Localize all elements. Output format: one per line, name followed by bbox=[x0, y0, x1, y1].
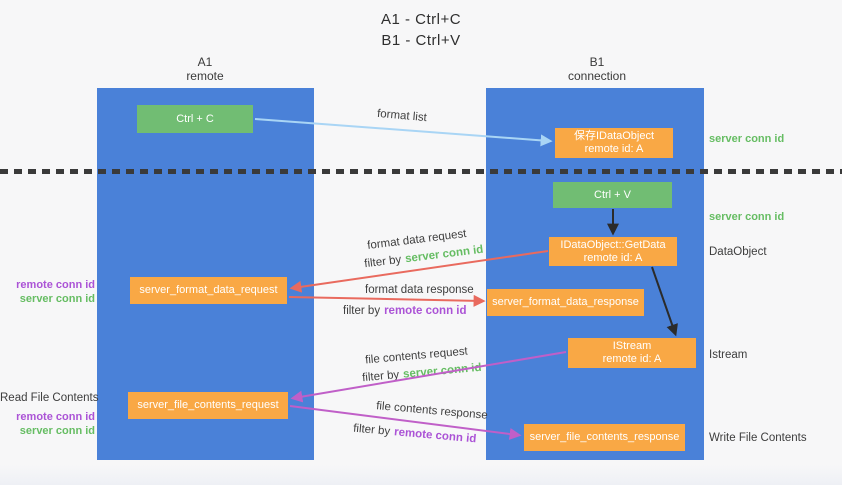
lane-b1-subtitle: connection bbox=[567, 69, 627, 83]
node-save-idataobject-line1: 保存IDataObject bbox=[573, 130, 655, 142]
lane-header-b1: B1 connection bbox=[537, 55, 657, 83]
node-ctrl-v-label: Ctrl + V bbox=[594, 188, 631, 201]
filter-by-text: filter by bbox=[363, 253, 402, 271]
filter-key-remote-conn-id: remote conn id bbox=[384, 305, 467, 317]
node-istream: IStream remote id: A bbox=[568, 338, 696, 368]
label-remote-conn-id-bottom: remote conn id bbox=[16, 411, 95, 423]
flow-label-format-list: format list bbox=[376, 107, 428, 125]
node-istream-line2: remote id: A bbox=[602, 353, 662, 365]
node-file-request-label: server_file_contents_request bbox=[137, 399, 279, 411]
machine-boundary-dashed-line bbox=[0, 169, 842, 174]
node-file-response-label: server_file_contents_response bbox=[529, 431, 680, 443]
node-istream-line1: IStream bbox=[612, 340, 652, 352]
node-save-idataobject-line2: remote id: A bbox=[584, 143, 644, 155]
arrow-format-data-response bbox=[288, 294, 486, 307]
node-format-request-label: server_format_data_request bbox=[139, 284, 278, 296]
filter-key-server-conn-id: server conn id bbox=[404, 243, 484, 266]
label-server-conn-id-left-bottom: server conn id bbox=[19, 425, 95, 437]
flow-label-format-data-response: format data response bbox=[365, 284, 474, 296]
filter-by-text: filter by bbox=[361, 369, 400, 385]
filter-key-remote-conn-id: remote conn id bbox=[393, 426, 477, 446]
label-server-conn-id-left-top: server conn id bbox=[19, 293, 95, 305]
node-save-idataobject: 保存IDataObject remote id: A bbox=[555, 128, 673, 158]
label-istream: Istream bbox=[709, 349, 748, 361]
node-server-format-data-request: server_format_data_request bbox=[130, 277, 287, 304]
lane-header-a1: A1 remote bbox=[145, 55, 265, 83]
filter-by-text: filter by bbox=[352, 422, 391, 438]
filter-key-server-conn-id: server conn id bbox=[402, 361, 482, 381]
title-line-2: B1 - Ctrl+V bbox=[381, 32, 461, 49]
title-line-1: A1 - Ctrl+C bbox=[380, 11, 462, 28]
lane-a1-id: A1 bbox=[197, 55, 213, 69]
node-getdata-line1: IDataObject::GetData bbox=[560, 238, 666, 251]
node-ctrl-c-label: Ctrl + C bbox=[176, 112, 214, 125]
node-server-format-data-response: server_format_data_response bbox=[487, 289, 644, 316]
label-server-conn-id-mid: server conn id bbox=[709, 211, 785, 223]
node-format-response-label: server_format_data_response bbox=[492, 296, 639, 308]
flow-label-file-contents-response: file contents response bbox=[375, 400, 489, 422]
label-remote-conn-id-top: remote conn id bbox=[16, 279, 95, 291]
filter-by-text: filter by bbox=[343, 305, 381, 317]
lane-b1-id: B1 bbox=[589, 55, 605, 69]
label-server-conn-id-top: server conn id bbox=[709, 133, 785, 145]
node-server-file-contents-response: server_file_contents_response bbox=[524, 424, 685, 451]
label-dataobject: DataObject bbox=[709, 246, 767, 258]
label-write-file-contents: Write File Contents bbox=[709, 432, 807, 444]
label-read-file-contents: Read File Contents bbox=[0, 392, 99, 404]
diagram-title: A1 - Ctrl+C B1 - Ctrl+V bbox=[0, 9, 842, 51]
node-server-file-contents-request: server_file_contents_request bbox=[128, 392, 288, 419]
node-ctrl-c: Ctrl + C bbox=[137, 105, 253, 133]
node-getdata-line2: remote id: A bbox=[583, 251, 643, 264]
node-idataobject-getdata: IDataObject::GetData remote id: A bbox=[549, 237, 677, 266]
node-ctrl-v: Ctrl + V bbox=[553, 182, 672, 208]
lane-a1-subtitle: remote bbox=[186, 69, 224, 83]
